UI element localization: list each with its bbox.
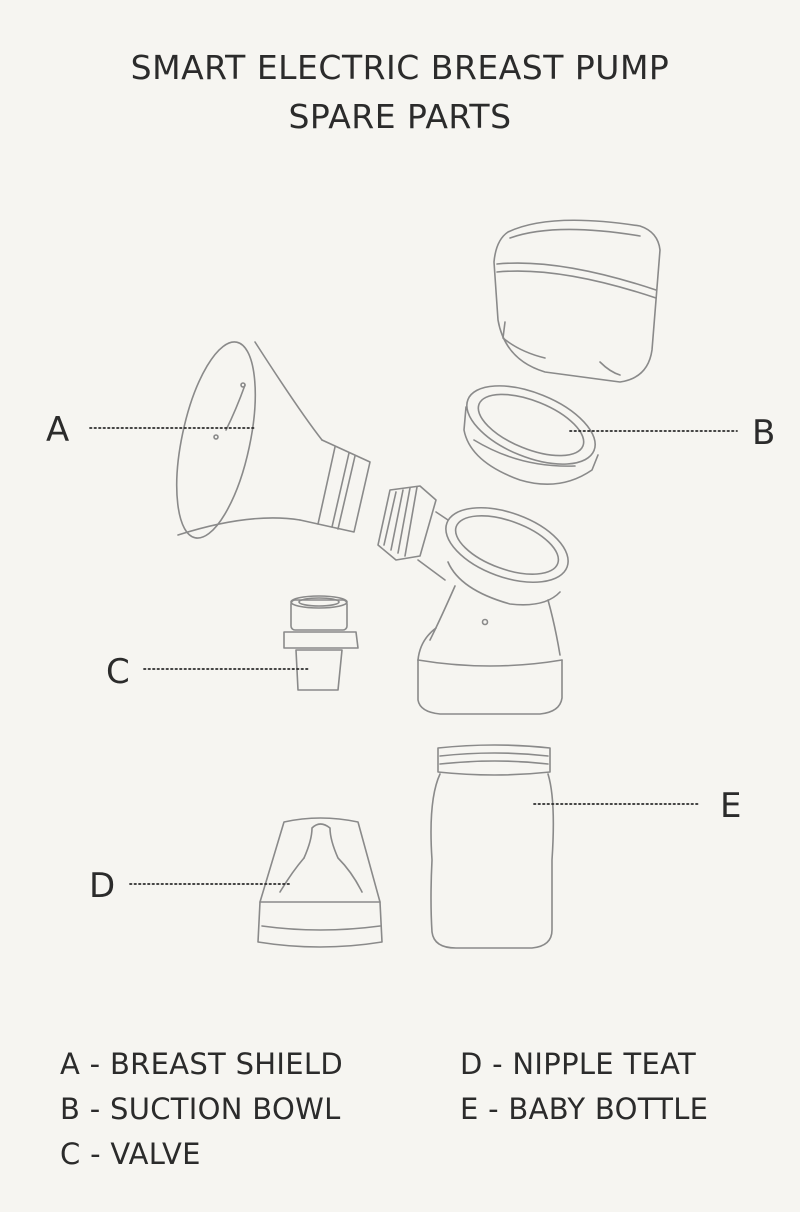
callout-a: A <box>46 410 70 450</box>
legend-nipple-teat: D - NIPPLE TEAT <box>460 1047 696 1081</box>
nipple-teat <box>257 817 383 948</box>
title-line-2: SPARE PARTS <box>288 97 512 136</box>
legend-baby-bottle: E - BABY BOTTLE <box>460 1092 709 1126</box>
callout-c: C <box>106 652 130 692</box>
leader-lines <box>89 427 738 885</box>
suction-bowl-ring <box>463 385 599 486</box>
callout-e: E <box>720 786 742 826</box>
callout-d: D <box>89 866 116 906</box>
connector-body <box>377 485 569 715</box>
legend-valve: C - VALVE <box>60 1137 201 1171</box>
legend-breast-shield: A - BREAST SHIELD <box>60 1047 343 1081</box>
pump-motor-unit <box>493 219 661 383</box>
breast-shield <box>175 341 371 539</box>
legend-suction-bowl: B - SUCTION BOWL <box>60 1092 341 1126</box>
callout-b: B <box>752 413 776 453</box>
valve <box>283 595 359 691</box>
baby-bottle <box>430 744 555 949</box>
title-line-1: SMART ELECTRIC BREAST PUMP <box>130 48 670 87</box>
